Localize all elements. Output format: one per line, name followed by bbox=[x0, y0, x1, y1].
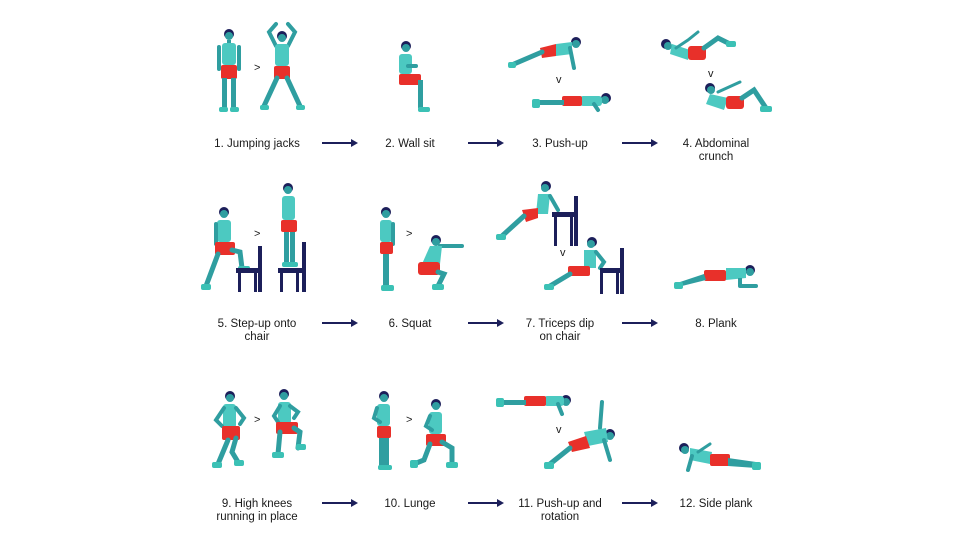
squat-low-figure bbox=[418, 235, 464, 290]
exercise-label-12: 12. Side plank bbox=[679, 498, 753, 510]
next-arrow-icon bbox=[468, 499, 504, 507]
jumping-jacks-jump-figure bbox=[260, 22, 305, 110]
next-arrow-icon bbox=[622, 499, 658, 507]
exercise-label-8: 8. Plank bbox=[695, 318, 737, 330]
lunge-low-figure bbox=[410, 399, 458, 468]
next-arrow-icon bbox=[622, 319, 658, 327]
push-up-rotation-turn-figure bbox=[544, 400, 615, 469]
push-up-high-figure bbox=[508, 37, 581, 70]
triceps-dip-down-figure bbox=[544, 237, 624, 294]
abdominal-crunch-up-figure bbox=[705, 80, 772, 112]
exercise-label-3: 3. Push-up bbox=[532, 138, 588, 150]
down-separator: v bbox=[556, 74, 562, 86]
exercise-label-6: 6. Squat bbox=[388, 318, 432, 330]
step-separator: > bbox=[406, 414, 413, 426]
step-separator: > bbox=[406, 228, 413, 240]
down-separator: v bbox=[556, 424, 562, 436]
abdominal-crunch-start-figure bbox=[661, 30, 736, 60]
down-separator: v bbox=[560, 247, 566, 259]
next-arrow-icon bbox=[322, 499, 358, 507]
step-up-start-figure bbox=[201, 207, 262, 292]
exercise-label-1: 1. Jumping jacks bbox=[214, 138, 300, 150]
side-plank-figure bbox=[679, 442, 761, 472]
next-arrow-icon bbox=[622, 139, 658, 147]
next-arrow-icon bbox=[322, 319, 358, 327]
squat-standing-figure bbox=[380, 207, 395, 291]
next-arrow-icon bbox=[468, 139, 504, 147]
step-separator: > bbox=[254, 62, 261, 74]
high-knees-right-figure bbox=[271, 389, 306, 458]
next-arrow-icon bbox=[468, 319, 504, 327]
push-up-low-figure bbox=[532, 93, 611, 112]
lunge-standing-figure bbox=[371, 391, 392, 470]
step-separator: > bbox=[254, 414, 261, 426]
step-separator: > bbox=[254, 228, 261, 240]
down-separator: v bbox=[708, 68, 714, 80]
exercise-label-2: 2. Wall sit bbox=[385, 138, 435, 150]
push-up-rotation-plank-figure bbox=[496, 395, 571, 416]
wall-sit-figure bbox=[399, 41, 430, 112]
plank-figure bbox=[674, 265, 758, 289]
high-knees-left-figure bbox=[212, 391, 247, 468]
triceps-dip-up-figure bbox=[496, 181, 578, 246]
step-up-top-figure bbox=[278, 183, 306, 292]
jumping-jacks-standing-figure bbox=[217, 29, 241, 112]
next-arrow-icon bbox=[322, 139, 358, 147]
exercise-label-10: 10. Lunge bbox=[384, 498, 436, 510]
